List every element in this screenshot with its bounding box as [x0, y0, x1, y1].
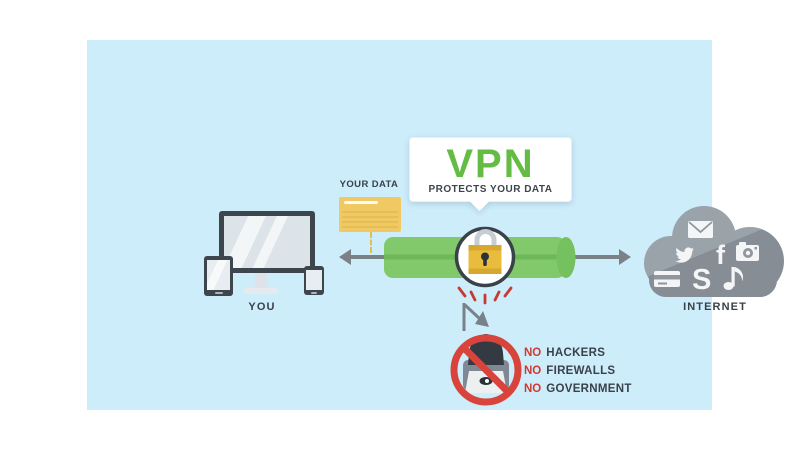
vpn-title: VPN [446, 142, 535, 186]
facebook-icon: f [716, 240, 726, 270]
no-prefix: NO [524, 383, 542, 395]
internet-cloud-icon: f S [644, 206, 784, 297]
vpn-subtitle: PROTECTS YOUR DATA [428, 184, 553, 195]
blocked-label: FIREWALLS [546, 365, 616, 377]
tablet-home-button [214, 292, 223, 294]
credit-card-icon [654, 271, 680, 287]
phone-icon [304, 266, 324, 295]
blocked-list: NO HACKERS NO FIREWALLS NO GOVERNMENT [524, 344, 632, 398]
monitor-stand [254, 273, 268, 288]
diagram-background: YOU YOUR DATA VPN PROTECTS YOUR DATA [87, 40, 784, 410]
vpn-tunnel-graphic [339, 226, 631, 331]
tablet-screen [207, 260, 230, 290]
internet-label: INTERNET [683, 301, 747, 313]
blocked-item-firewalls: NO FIREWALLS [524, 362, 632, 380]
your-data-label: YOUR DATA [339, 179, 399, 190]
phone-screen [306, 270, 322, 290]
camera-icon [736, 242, 759, 261]
music-note-icon [723, 267, 744, 290]
folder-connector-line [370, 232, 372, 253]
vpn-callout: VPN PROTECTS YOUR DATA [409, 137, 572, 202]
phone-home-button [311, 291, 317, 294]
blocked-item-government: NO GOVERNMENT [524, 380, 632, 398]
left-arrow-icon [339, 249, 389, 265]
folder-lines [342, 208, 398, 229]
no-prefix: NO [524, 365, 542, 377]
tablet-icon [204, 256, 233, 296]
data-folder-icon [339, 197, 401, 232]
deflected-arrow-icon [462, 303, 489, 331]
lock-badge-icon [454, 226, 516, 288]
folder-highlight [344, 201, 378, 204]
blocked-item-hackers: NO HACKERS [524, 344, 632, 362]
twitter-icon [675, 247, 694, 263]
monitor-base [244, 288, 278, 294]
blocked-label: HACKERS [546, 347, 606, 359]
blocked-hacker-icon [450, 334, 522, 406]
alert-rays-icon [457, 286, 513, 305]
email-icon [688, 221, 713, 238]
you-label: YOU [248, 301, 276, 313]
no-prefix: NO [524, 347, 542, 359]
skype-icon: S [692, 264, 711, 296]
monitor-screen [224, 216, 310, 268]
blocked-label: GOVERNMENT [546, 383, 632, 395]
desktop-monitor-icon [219, 211, 315, 273]
